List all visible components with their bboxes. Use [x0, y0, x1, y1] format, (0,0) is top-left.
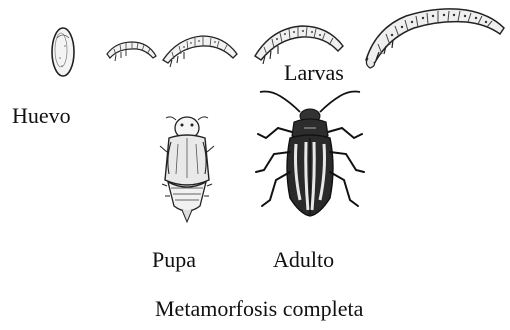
- stage-label-pupa: Pupa: [152, 249, 196, 271]
- larva-4th-instar-illustration: [362, 2, 508, 72]
- pupa-illustration: [154, 112, 220, 224]
- stage-label-egg: Huevo: [12, 105, 71, 127]
- egg-illustration: [48, 24, 78, 80]
- larva-2nd-instar-illustration: [160, 30, 240, 72]
- larva-1st-instar-illustration: [104, 36, 158, 66]
- adult-beetle-illustration: [250, 88, 370, 228]
- diagram-caption: Metamorfosis completa: [155, 298, 363, 320]
- stage-label-larvae: Larvas: [284, 62, 344, 84]
- stage-label-adult: Adulto: [273, 249, 334, 271]
